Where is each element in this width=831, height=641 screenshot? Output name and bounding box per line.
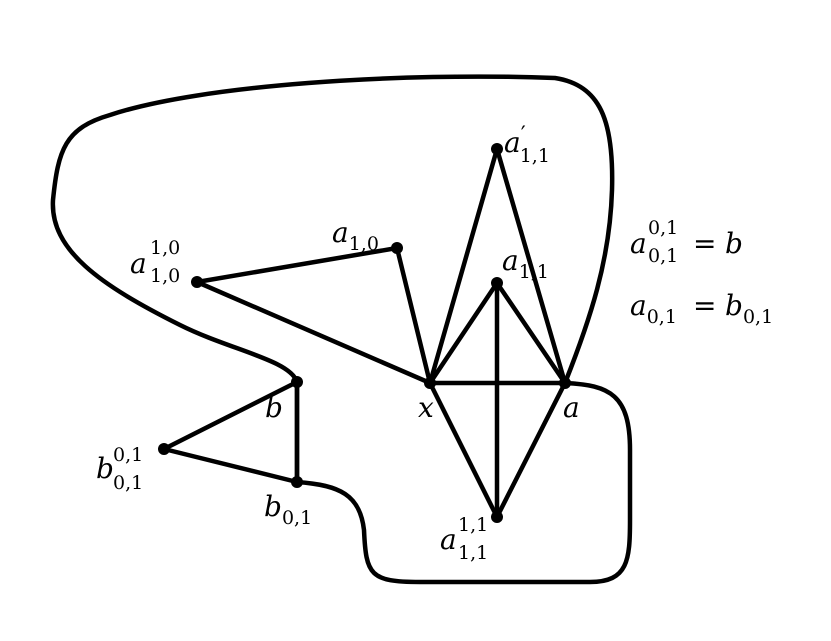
eq1-rhs: b: [725, 227, 743, 260]
edges-group: [161, 146, 568, 520]
label-b: b: [265, 391, 283, 424]
node-b: [291, 376, 303, 388]
label-a11-sup-main: a: [440, 523, 457, 556]
eq1-lhs-sup: 0,1: [648, 217, 678, 239]
labels-group: a′1,1 a1,0 a 1,0 1,0 a1,1 x a b b 0,1 0,…: [96, 123, 580, 564]
edge-b01sup-b01: [161, 446, 300, 485]
label-a10-sup-sup: 1,0: [150, 237, 180, 259]
eq1-equals: =: [693, 227, 716, 260]
label-a11-sup-sup: 1,1: [458, 514, 488, 536]
eq1-lhs-main: a: [630, 227, 647, 260]
node-a11-prime: [491, 143, 503, 155]
eq2-equals: =: [693, 289, 716, 322]
label-b01: b0,1: [264, 490, 312, 529]
label-a10-sup-main: a: [130, 247, 147, 280]
label-a11-sup-sub: 1,1: [458, 542, 488, 564]
eq2-rhs: b0,1: [725, 289, 773, 328]
label-a: a: [563, 391, 580, 424]
node-x: [424, 377, 436, 389]
eq2-lhs: a0,1: [630, 289, 677, 328]
edge-a10sup-a10: [194, 245, 400, 285]
edge-a11prime-a: [494, 146, 568, 386]
label-b01-sup-sup: 0,1: [113, 444, 143, 466]
boundary-curve: [50, 74, 633, 585]
node-a11-sup: [491, 511, 503, 523]
equations-group: a 0,1 0,1 = b a0,1 = b0,1: [630, 217, 773, 328]
edge-a10-x: [394, 245, 433, 386]
node-a: [559, 377, 571, 389]
edge-a10sup-x: [194, 279, 433, 386]
edge-b-b01sup: [161, 379, 300, 452]
nodes-group: [158, 143, 571, 523]
edge-a11-a: [494, 280, 568, 386]
label-a11-prime: a′1,1: [504, 123, 550, 167]
label-a10-sup-sub: 1,0: [150, 265, 180, 287]
edge-x-a11: [427, 280, 500, 386]
label-b01-sup-sub: 0,1: [113, 472, 143, 494]
node-b01-sup: [158, 443, 170, 455]
node-a11: [491, 277, 503, 289]
edge-a-a11sup: [494, 380, 568, 520]
node-a10: [391, 242, 403, 254]
node-a10-sup: [191, 276, 203, 288]
label-a10: a1,0: [332, 216, 379, 255]
label-a11: a1,1: [502, 244, 549, 283]
edge-x-a11sup: [427, 380, 500, 520]
node-b01: [291, 476, 303, 488]
label-x: x: [418, 391, 434, 424]
label-b01-sup-main: b: [96, 452, 114, 485]
edge-x-a11prime: [427, 146, 500, 386]
eq1-lhs-sub: 0,1: [648, 245, 678, 267]
